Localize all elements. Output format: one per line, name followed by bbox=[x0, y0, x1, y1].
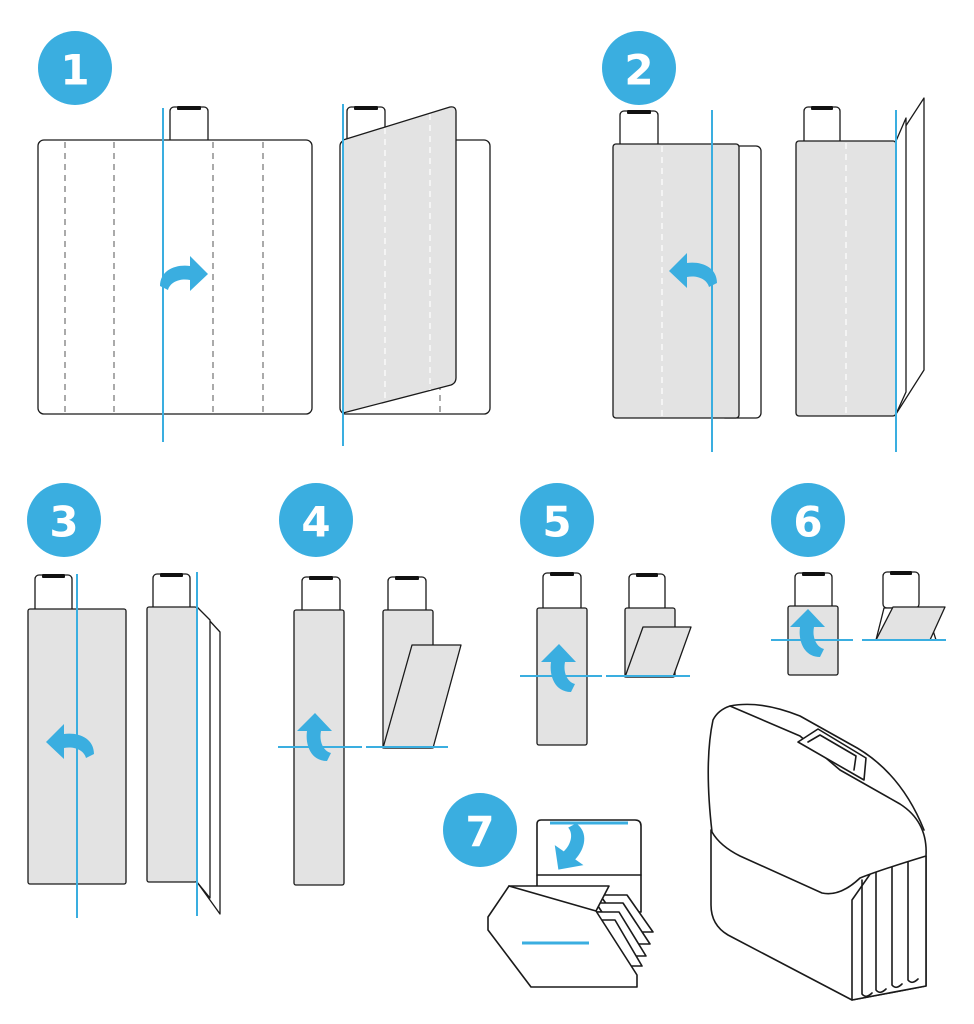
step-6: 6 bbox=[771, 483, 946, 676]
step-2-badge: 2 bbox=[602, 31, 676, 105]
step-7: 7 bbox=[443, 793, 654, 988]
step-7-number: 7 bbox=[465, 808, 494, 857]
step-6-badge: 6 bbox=[771, 483, 845, 557]
step-5-badge: 5 bbox=[520, 483, 594, 557]
step-3-number: 3 bbox=[49, 498, 78, 547]
step-3-sheet-a bbox=[27, 574, 127, 918]
step-2-number: 2 bbox=[624, 46, 653, 95]
step-6-sheet-b bbox=[862, 571, 946, 641]
step-5-sheet-b bbox=[606, 573, 692, 678]
step-2-sheet-b bbox=[795, 97, 925, 452]
step-2: 2 bbox=[602, 31, 925, 452]
step-5-sheet-a bbox=[520, 572, 602, 746]
step-7-badge: 7 bbox=[443, 793, 517, 867]
step-5: 5 bbox=[520, 483, 692, 746]
step-1-unfolded-sheet bbox=[37, 106, 313, 442]
step-2-sheet-a bbox=[612, 110, 762, 452]
step-1: 1 bbox=[37, 31, 491, 446]
step-1-folding-sheet bbox=[339, 104, 491, 446]
step-3: 3 bbox=[27, 483, 221, 918]
step-1-number: 1 bbox=[60, 46, 89, 95]
step-1-badge: 1 bbox=[38, 31, 112, 105]
step-5-number: 5 bbox=[542, 498, 571, 547]
step-3-sheet-b bbox=[146, 572, 221, 916]
step-6-sheet-a bbox=[771, 572, 853, 676]
step-3-badge: 3 bbox=[27, 483, 101, 557]
step-4-sheet-b bbox=[366, 576, 462, 749]
step-6-number: 6 bbox=[793, 498, 822, 547]
step-4: 4 bbox=[278, 483, 462, 886]
step-4-badge: 4 bbox=[279, 483, 353, 557]
step-4-number: 4 bbox=[301, 498, 330, 547]
step-4-sheet-a bbox=[278, 576, 362, 886]
step-7-tucking-illustration bbox=[487, 819, 654, 988]
finished-folder-illustration bbox=[707, 703, 927, 1001]
